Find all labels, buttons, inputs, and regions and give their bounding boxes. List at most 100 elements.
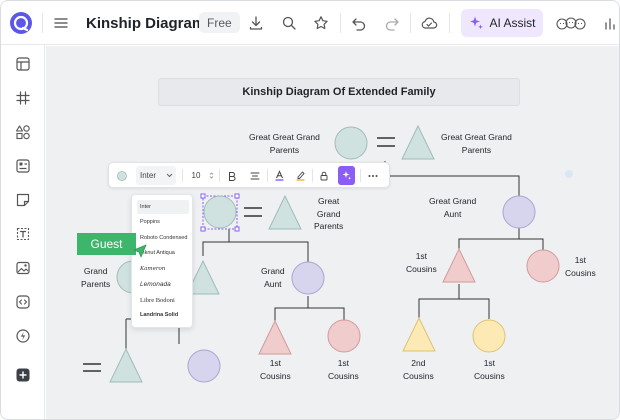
label-second-cousins[interactable]: 2nd Cousins: [403, 357, 434, 383]
connector-line: [418, 284, 460, 319]
text-tool-icon[interactable]: [13, 224, 33, 244]
label-line: 1st: [415, 251, 428, 261]
label-cousins-right[interactable]: 1st Cousins: [565, 254, 596, 280]
font-size-chevron-icon[interactable]: [206, 166, 216, 185]
font-option[interactable]: Kameron: [140, 266, 166, 272]
divider: [219, 169, 220, 182]
lock-icon[interactable]: [317, 166, 331, 185]
ai-assist-button[interactable]: AI Assist: [461, 9, 543, 37]
cloud-sync-icon[interactable]: [419, 13, 439, 33]
align-center-icon[interactable]: [248, 166, 262, 185]
sparkle-icon: [341, 170, 352, 181]
highlight-icon[interactable]: [293, 166, 307, 185]
menu-icon[interactable]: [51, 13, 71, 33]
label-line: Parents: [269, 145, 300, 155]
label-ggp-right[interactable]: Great Great Grand Parents: [441, 131, 512, 157]
label-grand-aunt[interactable]: Grand Aunt: [261, 265, 285, 291]
male-node: [258, 319, 292, 355]
font-option[interactable]: Lemonada: [140, 280, 171, 288]
document-title[interactable]: Kinship Diagram: [86, 14, 206, 32]
font-option[interactable]: Roboto Condensed: [140, 235, 188, 241]
redo-icon[interactable]: [382, 13, 402, 33]
sparkle-icon: [468, 15, 484, 31]
label-line: Great: [318, 196, 340, 206]
label-line: 1st: [337, 358, 350, 368]
label-line: Cousins: [565, 268, 596, 278]
male-node: [402, 316, 436, 352]
male-node: [109, 347, 143, 383]
label-line: Cousins: [474, 371, 505, 381]
label-line: Cousins: [260, 371, 291, 381]
selection-handle: [200, 193, 206, 199]
male-node: [268, 194, 302, 230]
plugins-icon[interactable]: [13, 326, 33, 346]
divider: [267, 169, 268, 182]
font-family-dropdown: Inter Poppins Roboto Condensed Inknut An…: [131, 194, 193, 328]
divider: [410, 13, 411, 33]
male-node: [442, 247, 476, 283]
font-family-value: Inter: [140, 171, 157, 180]
collaborators-icon[interactable]: [554, 13, 588, 33]
faint-node: [565, 170, 573, 178]
download-icon[interactable]: [246, 13, 266, 33]
ai-sparkle-button[interactable]: [338, 166, 355, 185]
male-node: [401, 124, 435, 160]
label-grand-parents[interactable]: Grand Parents: [81, 265, 110, 291]
font-family-select[interactable]: Inter: [136, 166, 176, 185]
label-cousins-a[interactable]: 1st Cousins: [260, 357, 291, 383]
female-node: [502, 195, 536, 229]
top-bar: Kinship Diagram Free AI Assist: [1, 1, 619, 45]
diagram-title[interactable]: Kinship Diagram Of Extended Family: [158, 78, 520, 106]
font-option[interactable]: Inter: [137, 200, 189, 214]
font-option[interactable]: Libre Bodoni: [140, 296, 175, 304]
label-line: Great Grand: [429, 196, 477, 206]
search-icon[interactable]: [279, 13, 299, 33]
label-great-grand-aunt[interactable]: Great Grand Aunt: [429, 195, 476, 221]
font-size-input[interactable]: 10: [191, 171, 201, 180]
shapes-icon[interactable]: [13, 122, 33, 142]
selection-handle: [234, 193, 240, 199]
label-line: Parents: [461, 145, 492, 155]
grid-icon[interactable]: [13, 88, 33, 108]
kinship-diagram-shapes: [83, 124, 573, 383]
bold-icon[interactable]: [225, 166, 239, 185]
label-line: 1st: [483, 358, 496, 368]
label-line: Grand: [261, 266, 285, 276]
fill-color-swatch[interactable]: [115, 166, 129, 185]
sticky-note-icon[interactable]: [13, 190, 33, 210]
font-option[interactable]: Inknut Antiqua: [140, 250, 175, 256]
font-option[interactable]: Landrina Solid: [140, 312, 179, 318]
connector-line: [458, 227, 520, 252]
label-cousins-d[interactable]: 1st Cousins: [474, 357, 505, 383]
more-options-icon[interactable]: [365, 166, 381, 185]
text-color-icon[interactable]: [272, 166, 286, 185]
label-line: Cousins: [406, 264, 437, 274]
star-icon[interactable]: [311, 13, 331, 33]
connector-line: [228, 229, 309, 262]
font-option[interactable]: Poppins: [140, 219, 160, 225]
label-cousins-b[interactable]: 1st Cousins: [328, 357, 359, 383]
components-icon[interactable]: [13, 156, 33, 176]
logo-icon[interactable]: [9, 11, 33, 35]
label-ggp-left[interactable]: Great Great Grand Parents: [249, 131, 320, 157]
label-line: 1st: [574, 255, 587, 265]
embed-icon[interactable]: [13, 292, 33, 312]
ai-assist-label: AI Assist: [489, 16, 536, 30]
label-cousins-mid[interactable]: 1st Cousins: [406, 250, 437, 276]
undo-icon[interactable]: [349, 13, 369, 33]
male-node: [186, 259, 220, 295]
divider: [340, 13, 341, 33]
label-line: Grand: [83, 266, 108, 276]
label-line: Grand: [316, 208, 341, 219]
label-great-grand-parents[interactable]: Great Grand Parents: [314, 195, 343, 233]
female-node: [472, 319, 506, 353]
female-node: [526, 249, 560, 283]
drawing-canvas[interactable]: Kinship Diagram Of Extended Family Great…: [46, 46, 619, 419]
image-icon[interactable]: [13, 258, 33, 278]
templates-icon[interactable]: [13, 54, 33, 74]
add-icon[interactable]: [13, 365, 33, 385]
label-line: Great Great Grand: [441, 132, 512, 142]
stats-icon[interactable]: [603, 13, 617, 33]
label-line: Great Great Grand: [249, 132, 320, 142]
